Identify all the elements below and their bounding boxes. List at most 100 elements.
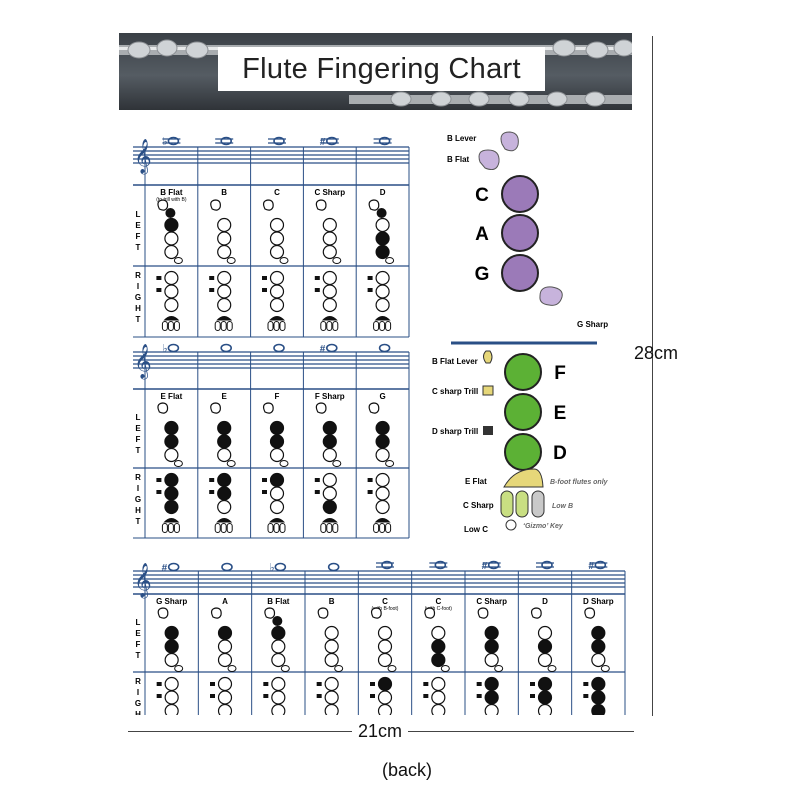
note-3-6-gsharp-key	[440, 665, 450, 672]
c-sharp-roller-1	[500, 490, 514, 518]
right-hand-letter: R	[135, 473, 141, 482]
note-2-1-gsharp-key	[173, 460, 183, 467]
note-1-3-trill-c	[262, 276, 267, 280]
note-2-5-gsharp-key	[385, 460, 395, 467]
note-3-1-thumb-bflat	[157, 607, 169, 619]
note-sublabel: (with B-foot)	[372, 606, 399, 612]
note-column-3-9: #D Sharp	[583, 560, 614, 715]
note-column-3-4: B	[316, 562, 344, 715]
note-2-2-gsharp-key	[226, 460, 236, 467]
note-sublabel: (with C-foot)	[425, 606, 453, 612]
note-1-3-eflat-key	[269, 316, 285, 321]
note-3-5-right-hole-2	[377, 690, 393, 705]
note-head	[274, 562, 287, 572]
note-3-4-left-hole-3	[324, 652, 339, 668]
note-column-2-1: ♭E Flat	[156, 343, 183, 533]
low-b-roller	[531, 490, 545, 518]
note-3-5-gsharp-key	[387, 665, 397, 672]
note-3-4-gsharp-key	[334, 665, 344, 672]
note-2-1-right-hole-2	[164, 486, 179, 501]
note-3-3-gsharp-key	[280, 665, 290, 672]
note-3-2-left-hole-3	[217, 652, 233, 668]
note-1-2-foot-key-3	[226, 321, 233, 331]
note-3-5-right-hole-1	[377, 676, 393, 692]
note-2-5-left-hole-3	[375, 447, 390, 463]
note-column-1-4: #C Sharp	[314, 136, 345, 331]
note-2-5-foot-key-3	[385, 523, 392, 533]
note-label: D	[380, 188, 386, 197]
right-hand-letter: T	[136, 517, 141, 526]
right-hand-letter: G	[135, 495, 141, 504]
note-3-6-left-hole-1	[431, 625, 446, 641]
note-3-1-right-hole-1	[164, 676, 179, 692]
note-1-3-left-hole-2	[269, 231, 285, 246]
note-3-4-thumb-bflat	[317, 607, 329, 619]
note-3-1-right-hole-2	[164, 690, 179, 705]
note-1-5-foot-key-1	[373, 321, 380, 331]
note-1-4-foot-key-1	[320, 321, 327, 331]
note-2-2-right-hole-1	[217, 472, 232, 488]
note-head	[487, 560, 500, 570]
note-1-2-foot-key-1	[214, 321, 221, 331]
note-1-4-foot-key-3	[332, 321, 339, 331]
note-3-3-trill-d	[263, 694, 269, 698]
note-1-1-foot-key-2	[167, 321, 174, 331]
note-3-7-thumb-bflat	[477, 607, 489, 619]
note-3-8-left-hole-3	[537, 652, 553, 668]
d-key-label: D	[553, 443, 567, 464]
note-1-5-foot-key-2	[379, 321, 386, 331]
note-2-4-thumb-bflat	[315, 402, 327, 414]
b-flat-key	[478, 149, 500, 170]
note-head	[273, 343, 285, 353]
note-2-2-left-hole-1	[217, 420, 232, 436]
note-1-5-thumb-bflat	[368, 199, 380, 211]
note-1-1-right-hole-2	[164, 284, 179, 299]
note-sublabel: (to trill with B)	[156, 197, 187, 203]
low-b-label: Low B	[552, 503, 573, 510]
note-1-2-left-hole-1	[217, 217, 232, 233]
note-2-4-left-hole-2	[322, 434, 337, 449]
note-1-5-foot-key-3	[385, 321, 392, 331]
note-2-3-foot-key-2	[273, 523, 280, 533]
note-3-6-right-hole-2	[431, 690, 446, 705]
note-3-8-gsharp-key	[547, 665, 557, 672]
b-foot-note: B-foot flutes only	[550, 479, 609, 486]
note-3-3-right-hole-2	[271, 690, 286, 705]
note-2-2-foot-key-2	[220, 523, 227, 533]
note-3-6-trill-c	[423, 682, 429, 686]
note-head	[381, 560, 393, 570]
note-3-7-right-hole-1	[484, 676, 499, 692]
note-3-2-thumb-bflat	[210, 607, 222, 619]
note-column-2-4: #F Sharp	[314, 343, 345, 533]
note-label: C Sharp	[314, 188, 345, 197]
note-1-5-eflat-key	[374, 316, 391, 321]
note-head	[326, 136, 338, 146]
note-1-5-right-hole-1	[375, 270, 390, 286]
right-hand-letter: I	[137, 688, 139, 697]
note-3-2-right-hole-3	[217, 703, 233, 715]
note-1-3-right-hole-3	[269, 297, 285, 313]
sharp-sign: #	[320, 344, 326, 355]
note-3-7-gsharp-key	[494, 665, 504, 672]
note-2-1-right-hole-3	[164, 499, 179, 515]
treble-clef: 𝄞	[134, 139, 152, 175]
note-1-2-eflat-key	[216, 316, 233, 321]
d-key	[504, 433, 542, 471]
right-hand-letter: H	[135, 304, 141, 313]
note-1-4-right-hole-2	[322, 284, 337, 299]
note-1-4-left-hole-1	[322, 217, 337, 233]
note-column-1-5: D	[367, 136, 395, 331]
right-hand-letter: R	[135, 271, 141, 280]
note-1-2-trill-d	[209, 288, 215, 292]
note-3-9-trill-d	[583, 694, 589, 698]
note-label: C	[274, 188, 280, 197]
note-column-2-2: E	[209, 343, 236, 533]
note-1-5-right-hole-2	[375, 284, 390, 299]
note-head	[541, 560, 553, 570]
left-hand-letter: F	[136, 232, 141, 241]
note-3-5-right-hole-3	[377, 703, 393, 715]
note-label: G Sharp	[156, 597, 187, 606]
